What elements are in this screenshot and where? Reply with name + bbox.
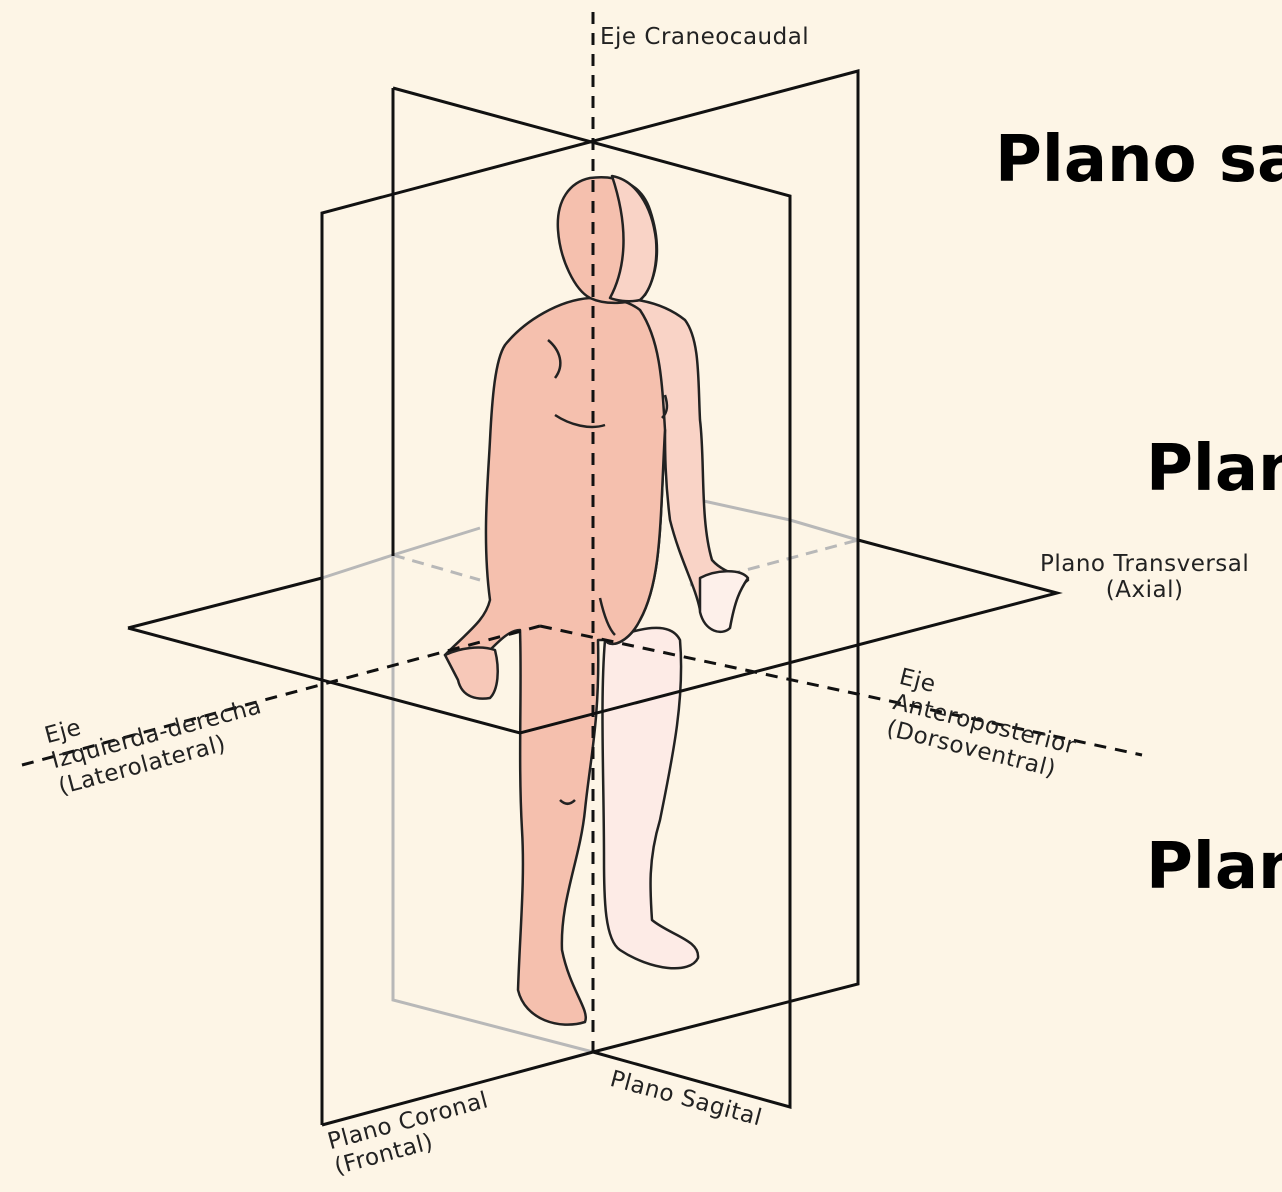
axis-craneocaudal-label: Eje Craneocaudal [600, 24, 809, 50]
side-title-3: Plan [1146, 835, 1282, 899]
leg-right [602, 628, 698, 968]
hand-right [700, 571, 748, 632]
side-title-1: Plano sag [995, 128, 1282, 192]
plane-transversal-line1: Plano Transversal [1040, 551, 1249, 577]
hand-left [445, 648, 498, 699]
human-figure [445, 176, 748, 1025]
plane-transversal-line2: (Axial) [1040, 577, 1249, 603]
plane-transversal-label: Plano Transversal (Axial) [1040, 551, 1249, 604]
side-title-2: Plan [1146, 437, 1282, 501]
